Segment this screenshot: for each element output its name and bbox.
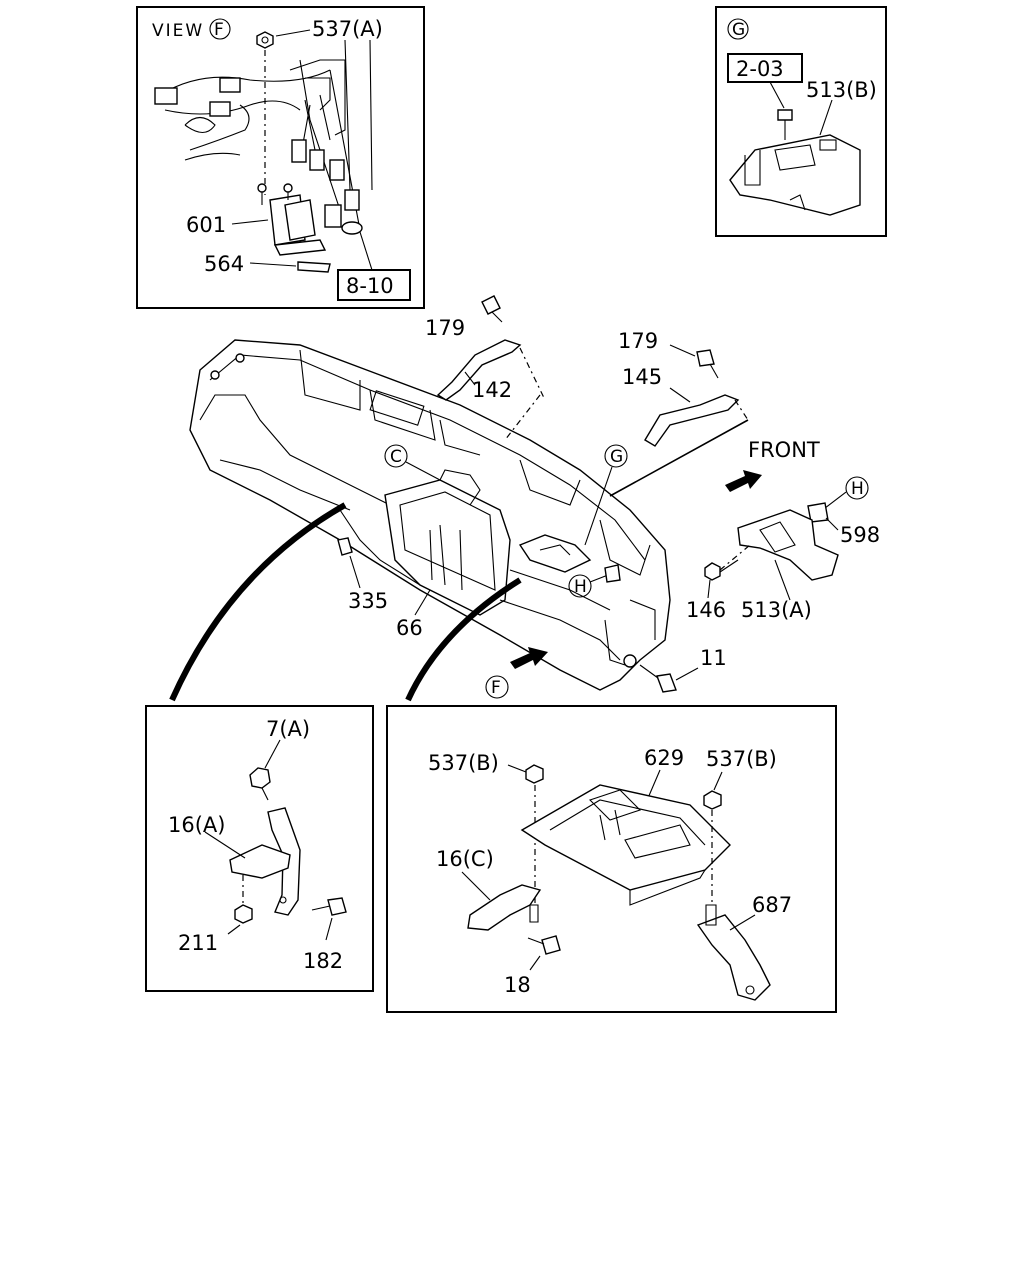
view-f-title-marker bbox=[209, 18, 231, 40]
label-513b: 513(B) bbox=[806, 78, 877, 102]
front-label: FRONT bbox=[748, 438, 820, 462]
view-g-frame bbox=[715, 6, 887, 237]
label-537b-right: 537(B) bbox=[706, 747, 777, 771]
label-142: 142 bbox=[472, 378, 512, 402]
callout-c: C bbox=[390, 447, 402, 467]
bolt-11 bbox=[639, 664, 677, 693]
relay-601 bbox=[257, 183, 327, 256]
main-assembly: 179 142 179 145 FRONT C G H H bbox=[169, 295, 880, 702]
label-16c: 16(C) bbox=[436, 847, 494, 871]
wire-harness-drawing bbox=[154, 39, 373, 235]
label-335: 335 bbox=[348, 589, 388, 613]
module-629 bbox=[520, 784, 731, 891]
callout-c-marker bbox=[384, 444, 408, 468]
bolt-18 bbox=[527, 935, 561, 955]
label-146: 146 bbox=[686, 598, 726, 622]
nut-537b-left bbox=[525, 764, 544, 784]
bracket-513a bbox=[737, 509, 839, 581]
instrument-panel-frame bbox=[189, 339, 671, 691]
label-537b-left: 537(B) bbox=[428, 751, 499, 775]
view-g-panel: G 2-03 513(B) bbox=[715, 6, 887, 237]
clip-335 bbox=[337, 537, 353, 556]
screw-146 bbox=[704, 559, 739, 581]
bolt-182 bbox=[311, 897, 347, 916]
view-f-title-ref: F bbox=[214, 20, 224, 40]
callout-g: G bbox=[610, 447, 623, 467]
bracket-142 bbox=[436, 339, 522, 401]
label-179-right: 179 bbox=[618, 329, 658, 353]
front-arrow bbox=[725, 470, 762, 492]
bolt-179-left bbox=[481, 295, 503, 323]
label-598: 598 bbox=[840, 523, 880, 547]
callout-h-frame: H bbox=[574, 577, 587, 597]
bolt-179-right bbox=[696, 349, 719, 379]
view-g-title-marker bbox=[727, 18, 749, 40]
callout-h-right: H bbox=[851, 479, 864, 499]
clip-564 bbox=[297, 261, 331, 273]
bracket-145 bbox=[644, 394, 740, 447]
label-66: 66 bbox=[396, 616, 423, 640]
ref-box-2-03 bbox=[727, 53, 803, 83]
label-687: 687 bbox=[752, 893, 792, 917]
view-f-title: VIEW bbox=[152, 21, 204, 41]
ref-box-8-10-text: 8-10 bbox=[346, 274, 394, 298]
view-f-panel: VIEW F 537(A) bbox=[136, 6, 425, 309]
view-f-arrow bbox=[510, 647, 548, 669]
ref-box-8-10 bbox=[337, 269, 411, 301]
label-629: 629 bbox=[644, 746, 684, 770]
bracket-513b bbox=[729, 134, 861, 216]
label-601: 601 bbox=[186, 213, 226, 237]
view-f-frame bbox=[136, 6, 425, 309]
nut-537b-right bbox=[703, 790, 722, 810]
callout-f: F bbox=[491, 678, 501, 698]
right-detail-panel: 537(B) 629 537(B) 16(C) 18 687 bbox=[386, 705, 837, 1013]
label-18: 18 bbox=[504, 973, 531, 997]
label-211: 211 bbox=[178, 931, 218, 955]
callout-g-marker bbox=[604, 444, 628, 468]
label-11: 11 bbox=[700, 646, 727, 670]
label-16a: 16(A) bbox=[168, 813, 225, 837]
bracket-16c bbox=[467, 884, 542, 931]
callout-f-marker bbox=[485, 675, 509, 699]
label-7a: 7(A) bbox=[266, 717, 310, 741]
label-537a: 537(A) bbox=[312, 17, 383, 41]
leader-to-left-detail bbox=[169, 502, 347, 702]
nut-211 bbox=[234, 904, 253, 924]
ref-box-2-03-text: 2-03 bbox=[736, 57, 784, 81]
callout-h-right-marker bbox=[845, 476, 869, 500]
right-detail-frame bbox=[386, 705, 837, 1013]
nut-537a bbox=[256, 31, 274, 49]
bolt-7a bbox=[249, 767, 271, 801]
left-detail-panel: 7(A) 16(A) 211 182 bbox=[145, 705, 374, 992]
label-564: 564 bbox=[204, 252, 244, 276]
label-145: 145 bbox=[622, 365, 662, 389]
left-detail-frame bbox=[145, 705, 374, 992]
bolt-2-03 bbox=[777, 109, 793, 140]
label-513a: 513(A) bbox=[741, 598, 812, 622]
callout-h-frame-marker bbox=[568, 574, 592, 598]
leader-to-right-detail bbox=[405, 577, 522, 702]
bracket-16a bbox=[229, 844, 291, 879]
view-g-title-ref: G bbox=[732, 20, 745, 40]
label-179-left: 179 bbox=[425, 316, 465, 340]
label-182: 182 bbox=[303, 949, 343, 973]
